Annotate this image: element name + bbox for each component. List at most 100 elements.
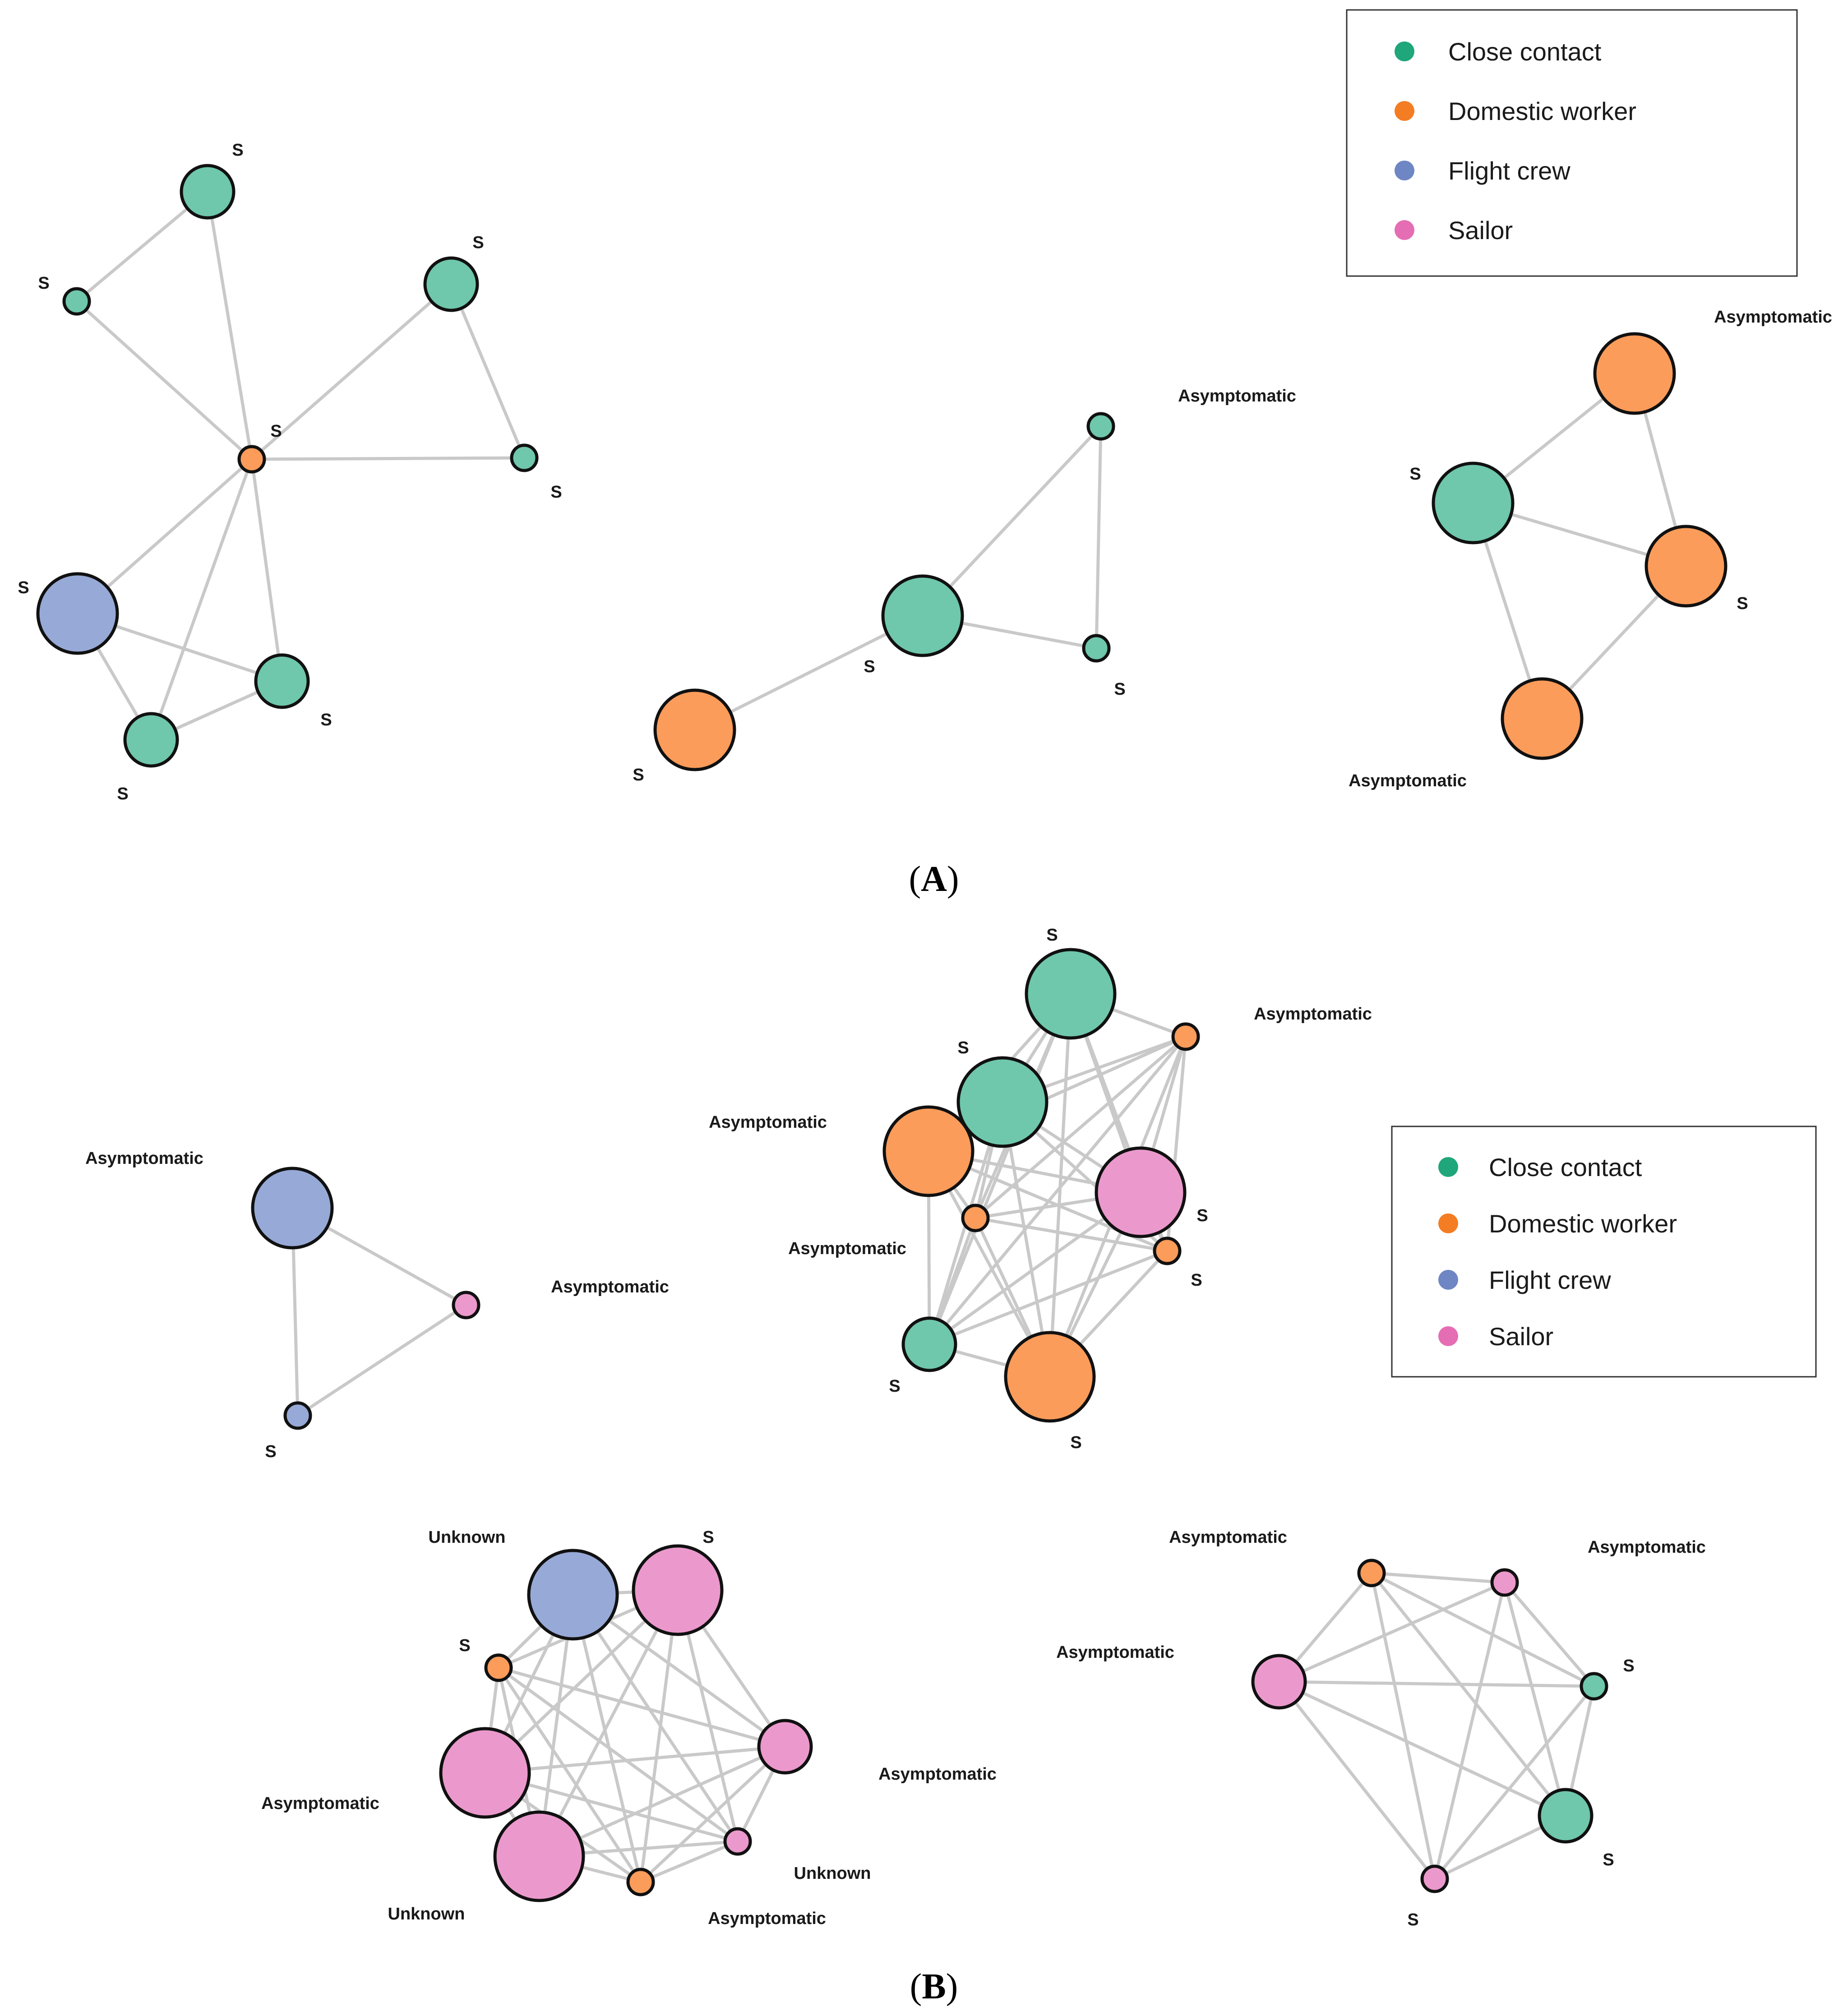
node-label-b2n3: S xyxy=(957,1038,969,1057)
node-sailor-b3n4 xyxy=(757,1719,813,1775)
edge-b4n1-b4n4 xyxy=(1371,1571,1595,1688)
panel-label-b: (B) xyxy=(910,1967,958,2007)
legend-a-swatch-domestic-worker xyxy=(1395,101,1414,121)
node-label-b3n4: Asymptomatic xyxy=(878,1765,997,1784)
node-sailor-b3n6 xyxy=(723,1827,752,1856)
edge-b4n2-b4n4 xyxy=(1503,1581,1595,1688)
edge-b4n2-b4n6 xyxy=(1433,1582,1506,1879)
node-domestic-worker-b2n7 xyxy=(1153,1236,1182,1265)
node-label-b4n4: S xyxy=(1623,1656,1634,1675)
legend-a-box xyxy=(1346,9,1798,277)
node-sailor-b4n2 xyxy=(1490,1568,1519,1597)
node-label-b2n5: S xyxy=(1196,1206,1208,1225)
legend-b-box xyxy=(1391,1126,1817,1378)
node-label-b1n2: Asymptomatic xyxy=(551,1278,669,1296)
edge-a1n1-a1n2 xyxy=(75,190,209,303)
edge-b4n1-b4n5 xyxy=(1370,1572,1567,1817)
legend-a-label-domestic-worker: Domestic worker xyxy=(1448,97,1636,125)
edge-b4n3-b4n6 xyxy=(1278,1680,1436,1880)
node-label-a2n2: S xyxy=(864,657,875,676)
edge-b4n3-b4n4 xyxy=(1279,1680,1594,1688)
node-flight-crew-b1n3 xyxy=(283,1401,312,1430)
edge-a2n2-a2n4 xyxy=(694,614,924,732)
legend-b-label-close-contact: Close contact xyxy=(1489,1153,1642,1181)
edge-b3n1-b3n6 xyxy=(572,1594,739,1842)
node-label-b4n1: Asymptomatic xyxy=(1169,1528,1287,1547)
node-label-a3n1: Asymptomatic xyxy=(1714,308,1832,327)
legend-a-swatch-flight-crew xyxy=(1395,161,1414,180)
node-flight-crew-a1n6 xyxy=(36,572,119,655)
node-sailor-b4n3 xyxy=(1251,1654,1307,1710)
node-domestic-worker-a2n4 xyxy=(653,688,736,771)
node-domestic-worker-b2n6 xyxy=(961,1204,990,1232)
node-close-contact-b4n5 xyxy=(1538,1788,1594,1844)
legend-a-swatch-close-contact xyxy=(1395,42,1414,61)
edge-b3n3-b3n4 xyxy=(498,1666,785,1748)
legend-b-swatch-close-contact xyxy=(1438,1157,1458,1177)
node-label-b3n1: Unknown xyxy=(429,1528,506,1547)
edge-b2n1-b2n8 xyxy=(928,993,1072,1345)
node-label-a1n4: S xyxy=(270,422,282,441)
node-label-a1n5: S xyxy=(550,483,562,502)
edge-b3n1-b3n8 xyxy=(571,1594,642,1882)
node-domestic-worker-b3n8 xyxy=(626,1868,655,1896)
legend-b-label-flight-crew: Flight crew xyxy=(1489,1266,1611,1294)
node-domestic-worker-a3n1 xyxy=(1593,332,1676,415)
node-flight-crew-b1n1 xyxy=(251,1167,334,1250)
edge-b3n2-b3n8 xyxy=(639,1590,679,1882)
node-close-contact-a1n3 xyxy=(423,256,479,312)
node-close-contact-a2n3 xyxy=(1082,634,1111,663)
node-close-contact-a1n8 xyxy=(123,712,179,768)
legend-a-label-close-contact: Close contact xyxy=(1448,37,1602,66)
node-close-contact-a1n2 xyxy=(62,287,91,316)
edge-a1n4-a1n7 xyxy=(250,459,284,682)
node-sailor-b3n2 xyxy=(632,1544,724,1636)
node-close-contact-a1n1 xyxy=(180,164,236,220)
node-close-contact-a1n7 xyxy=(254,653,310,709)
legend-a-swatch-sailor xyxy=(1395,220,1414,240)
node-label-b2n9: S xyxy=(1070,1433,1081,1452)
node-label-b4n6: S xyxy=(1407,1910,1418,1929)
nodes-layer xyxy=(36,164,1728,1902)
node-label-b3n7: Unknown xyxy=(388,1905,465,1924)
node-label-a1n2: S xyxy=(38,274,49,293)
node-label-b2n7: S xyxy=(1191,1271,1202,1290)
edge-a1n4-a1n5 xyxy=(251,456,525,461)
node-label-b4n2: Asymptomatic xyxy=(1588,1538,1706,1557)
edge-b2n2-b2n8 xyxy=(928,1035,1187,1346)
edge-b4n3-b4n5 xyxy=(1278,1680,1566,1818)
node-label-a2n1: Asymptomatic xyxy=(1178,387,1296,406)
node-label-b3n6: Unknown xyxy=(794,1864,871,1883)
node-label-b2n8: S xyxy=(889,1377,900,1396)
edge-a1n1-a1n4 xyxy=(206,191,254,460)
node-label-a1n8: S xyxy=(117,784,128,803)
edge-b3n6-b3n8 xyxy=(640,1840,739,1884)
edge-b4n1-b4n2 xyxy=(1371,1571,1505,1584)
node-label-a1n3: S xyxy=(472,233,484,252)
node-domestic-worker-a3n4 xyxy=(1501,677,1584,760)
node-label-b1n1: Asymptomatic xyxy=(85,1149,203,1168)
node-label-b4n5: S xyxy=(1603,1850,1614,1869)
node-label-a1n7: S xyxy=(320,710,332,729)
node-label-b3n2: S xyxy=(702,1528,714,1547)
node-flight-crew-b3n1 xyxy=(527,1549,619,1641)
node-sailor-b4n6 xyxy=(1420,1864,1449,1893)
node-label-b3n3: S xyxy=(459,1636,470,1655)
edge-b2n2-b2n6 xyxy=(974,1035,1187,1219)
edge-a2n1-a2n2 xyxy=(921,425,1102,617)
node-domestic-worker-b2n9 xyxy=(1004,1331,1096,1423)
node-domestic-worker-b2n2 xyxy=(1171,1022,1200,1051)
node-label-a3n4: Asymptomatic xyxy=(1349,771,1467,790)
node-label-b2n6: Asymptomatic xyxy=(788,1239,906,1258)
legend-b-swatch-domestic-worker xyxy=(1438,1213,1458,1233)
edge-a1n3-a1n4 xyxy=(250,283,453,461)
edge-b2n7-b2n8 xyxy=(928,1249,1168,1346)
edge-b1n2-b1n3 xyxy=(297,1304,467,1417)
node-label-a3n3: S xyxy=(1737,594,1748,613)
node-label-a2n3: S xyxy=(1114,680,1125,699)
edge-b3n4-b3n8 xyxy=(639,1745,786,1883)
node-label-b2n4: Asymptomatic xyxy=(709,1113,827,1132)
legend-a-label-sailor: Sailor xyxy=(1448,216,1513,245)
edge-a1n4-a1n8 xyxy=(149,458,254,741)
